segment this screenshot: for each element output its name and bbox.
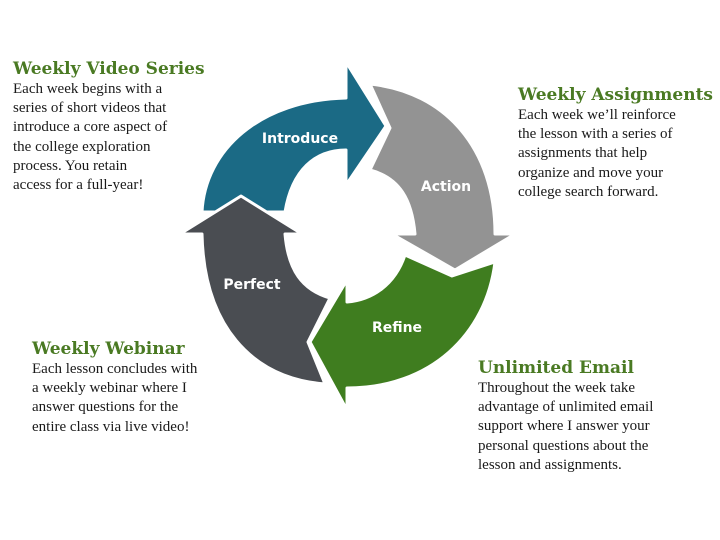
introduce-label: Introduce	[262, 131, 338, 147]
text-line: Each lesson concludes with	[32, 361, 198, 377]
text-line: process. You retain	[13, 157, 128, 174]
text-line: series of short videos that	[13, 100, 167, 117]
perfect-label: Perfect	[223, 277, 281, 293]
text-line: a weekly webinar where I	[32, 380, 187, 397]
text-line: Each week begins with a	[13, 81, 163, 97]
text-line: advantage of unlimited email	[478, 399, 654, 416]
text-line: support where I answer your	[478, 418, 650, 435]
action-arrow	[368, 82, 517, 272]
weekly-assignments-text: Each week we’ll reinforce the lesson wit…	[518, 106, 713, 202]
weekly-video-series-title: Weekly Video Series	[13, 59, 205, 79]
text-line: the college exploration	[13, 138, 151, 155]
refine-arrow	[308, 253, 497, 412]
action-label: Action	[421, 179, 471, 195]
weekly-assignments-block: Weekly Assignments Each week we’ll reinf…	[518, 84, 713, 202]
text-line: lesson and assignments.	[478, 456, 622, 473]
text-line: the lesson with a series of	[518, 126, 673, 143]
perfect-arrow	[178, 194, 332, 386]
text-line: organize and move your	[518, 164, 664, 181]
text-line: personal questions about the	[478, 437, 649, 454]
text-line: Each week we’ll reinforce	[518, 107, 676, 123]
text-line: entire class via live video!	[32, 418, 190, 435]
unlimited-email-text: Throughout the week take advantage of un…	[478, 379, 653, 475]
weekly-webinar-text: Each lesson concludes with a weekly webi…	[32, 360, 197, 437]
weekly-webinar-block: Weekly Webinar Each lesson concludes wit…	[32, 338, 197, 437]
weekly-assignments-title: Weekly Assignments	[518, 85, 713, 105]
introduce-arrow	[200, 60, 388, 214]
unlimited-email-title: Unlimited Email	[478, 358, 634, 378]
refine-label: Refine	[372, 320, 422, 336]
text-line: assignments that help	[518, 145, 648, 162]
unlimited-email-block: Unlimited Email Throughout the week take…	[478, 357, 653, 475]
text-line: access for a full-year!	[13, 177, 144, 194]
text-line: college search forward.	[518, 183, 659, 200]
weekly-video-series-block: Weekly Video Series Each week begins wit…	[13, 58, 205, 195]
text-line: Throughout the week take	[478, 380, 636, 396]
weekly-video-series-text: Each week begins with a series of short …	[13, 80, 205, 195]
text-line: answer questions for the	[32, 399, 179, 416]
weekly-webinar-title: Weekly Webinar	[32, 339, 185, 359]
text-line: introduce a core aspect of	[13, 119, 168, 136]
